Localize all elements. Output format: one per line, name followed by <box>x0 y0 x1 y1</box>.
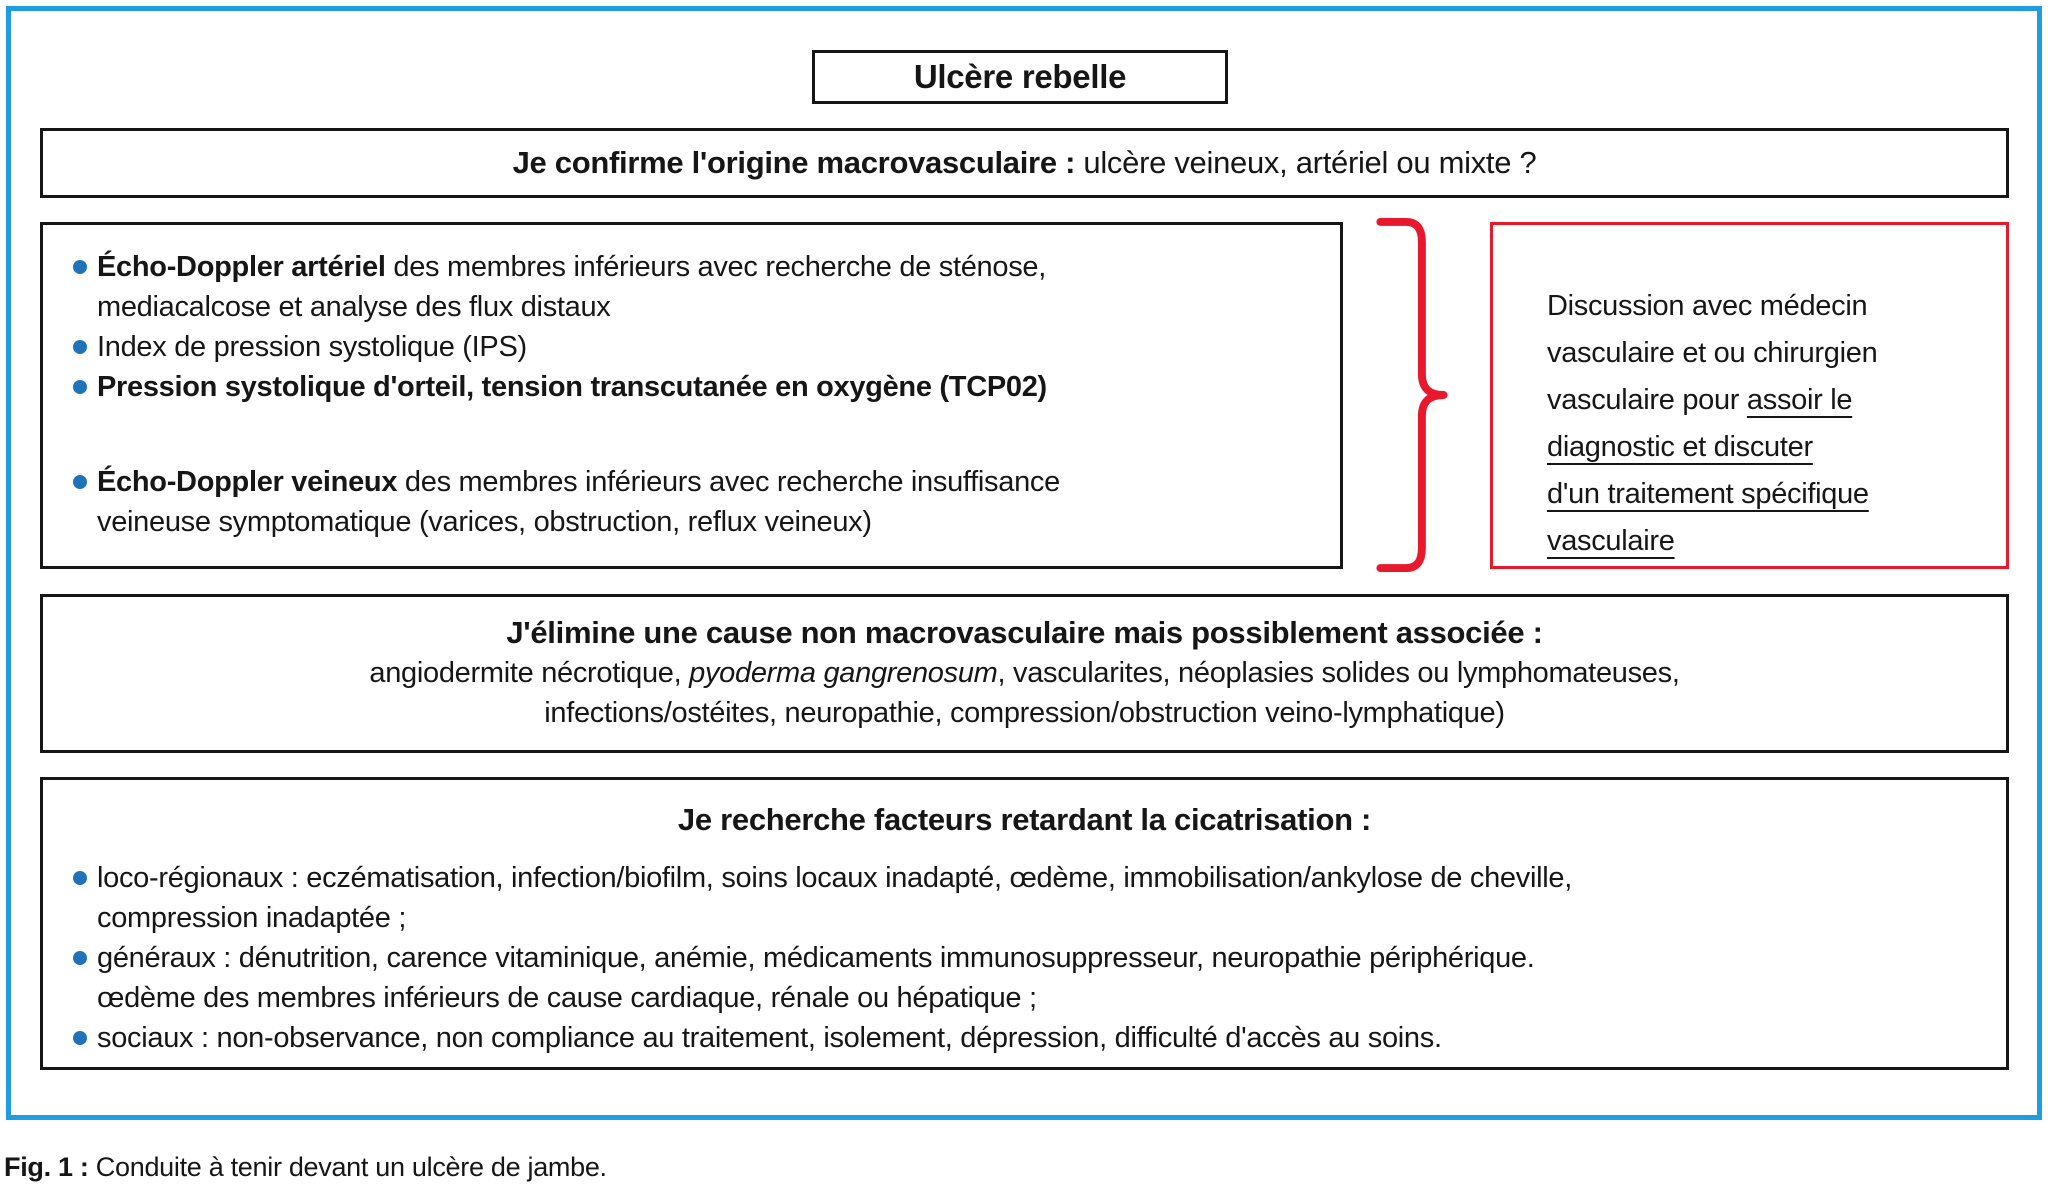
healing-factors-box: Je recherche facteurs retardant la cicat… <box>40 777 2009 1070</box>
list-item-text: loco-régionaux : eczématisation, infecti… <box>97 862 1572 934</box>
eliminate-cause-box: J'élimine une cause non macrovasculaire … <box>40 594 2009 753</box>
bullet-icon <box>73 340 87 354</box>
list-item-text: sociaux : non-observance, non compliance… <box>97 1022 1442 1054</box>
list-item-text: Index de pression systolique (IPS) <box>97 331 527 363</box>
list-item: loco-régionaux : eczématisation, infecti… <box>73 858 1996 938</box>
list-item: Pression systolique d'orteil, tension tr… <box>73 367 1312 407</box>
list-item-text: Écho-Doppler artériel des membres inféri… <box>97 251 1046 323</box>
figure-caption-text: Fig. 1 : Conduite à tenir devant un ulcè… <box>4 1152 607 1182</box>
list-item: sociaux : non-observance, non compliance… <box>73 1018 1996 1058</box>
title-box: Ulcère rebelle <box>812 50 1228 104</box>
eliminate-cause-heading: J'élimine une cause non macrovasculaire … <box>506 615 1543 650</box>
list-item-text: Écho-Doppler veineux des membres inférie… <box>97 466 1060 538</box>
figure-frame <box>6 6 2042 1120</box>
list-item: Écho-Doppler veineux des membres inférie… <box>73 462 1312 542</box>
list-item: Écho-Doppler artériel des membres inféri… <box>73 247 1312 327</box>
confirm-macrovascular-box: Je confirme l'origine macrovasculaire : … <box>40 128 2009 198</box>
healing-factors-list: loco-régionaux : eczématisation, infecti… <box>43 858 2006 1058</box>
list-item: Index de pression systolique (IPS) <box>73 327 1312 367</box>
confirm-macrovascular-text: Je confirme l'origine macrovasculaire : … <box>512 145 1537 180</box>
figure-caption: Fig. 1 : Conduite à tenir devant un ulcè… <box>4 1152 607 1183</box>
bullet-icon <box>73 260 87 274</box>
list-item: généraux : dénutrition, carence vitamini… <box>73 938 1996 1018</box>
bullet-icon <box>73 475 87 489</box>
vascular-workup-list: Écho-Doppler artériel des membres inféri… <box>73 247 1322 542</box>
bullet-icon <box>73 1031 87 1045</box>
healing-factors-heading: Je recherche facteurs retardant la cicat… <box>677 802 1372 837</box>
page-title: Ulcère rebelle <box>913 58 1127 95</box>
brace-icon <box>1376 217 1448 573</box>
list-item-text: Pression systolique d'orteil, tension tr… <box>97 371 1047 403</box>
list-item-text: généraux : dénutrition, carence vitamini… <box>97 942 1535 1014</box>
eliminate-cause-text: angiodermite nécrotique, pyoderma gangre… <box>369 657 1680 729</box>
bullet-icon <box>73 951 87 965</box>
bullet-icon <box>73 380 87 394</box>
bullet-icon <box>73 871 87 885</box>
vascular-workup-box: Écho-Doppler artériel des membres inféri… <box>40 222 1343 569</box>
